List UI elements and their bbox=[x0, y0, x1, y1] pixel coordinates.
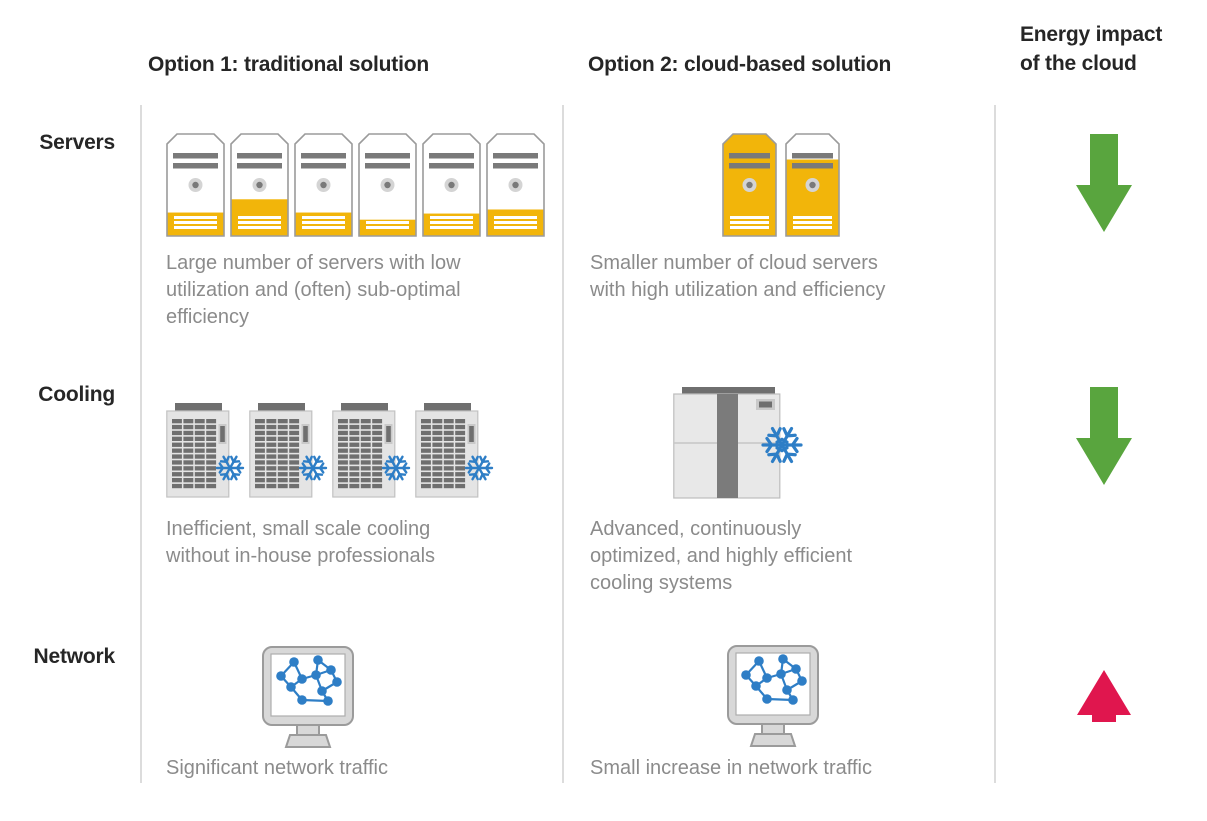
cooling-unit-icon bbox=[249, 403, 328, 498]
impact-arrow-servers bbox=[1075, 133, 1133, 233]
energy-impact-header: Energy impact of the cloud bbox=[1020, 23, 1163, 75]
network-monitor-icon bbox=[727, 645, 819, 747]
servers-option1-caption: Large number of servers with low utiliza… bbox=[166, 252, 461, 328]
network-monitor-icon bbox=[262, 646, 354, 748]
servers-option2-caption: Smaller number of cloud servers with hig… bbox=[590, 252, 886, 301]
network-option2-icon bbox=[727, 645, 819, 748]
cooling-option1-icons bbox=[166, 403, 498, 503]
row-label-cooling: Cooling bbox=[38, 383, 115, 406]
row-label-servers: Servers bbox=[39, 131, 115, 154]
snowflake-icon bbox=[298, 455, 328, 481]
arrow-up-icon bbox=[1077, 670, 1131, 722]
cooling-option2-icon bbox=[673, 387, 805, 499]
network-option1-icon bbox=[262, 646, 354, 749]
option2-header: Option 2: cloud-based solution bbox=[588, 53, 892, 76]
server-tower-icon bbox=[166, 133, 225, 237]
snowflake-icon bbox=[464, 455, 494, 481]
cooling-unit-icon bbox=[415, 403, 494, 498]
snowflake-icon bbox=[381, 455, 411, 481]
cooling-unit-icon bbox=[166, 403, 245, 498]
network-option2-caption: Small increase in network traffic bbox=[590, 757, 872, 779]
impact-arrow-cooling bbox=[1075, 386, 1133, 486]
snowflake-icon bbox=[761, 426, 803, 464]
arrow-down-icon bbox=[1076, 387, 1132, 485]
server-tower-icon bbox=[785, 133, 840, 237]
row-label-network: Network bbox=[33, 645, 116, 668]
cooling-option2-caption: Advanced, continuously optimized, and hi… bbox=[590, 518, 853, 594]
servers-option1-icons bbox=[166, 133, 545, 237]
servers-option2-icons bbox=[722, 133, 840, 237]
impact-arrow-network bbox=[1076, 669, 1132, 723]
cooling-option1-caption: Inefficient, small scale cooling without… bbox=[166, 518, 436, 567]
server-tower-icon bbox=[722, 133, 777, 237]
column-divider-1 bbox=[140, 105, 142, 783]
server-tower-icon bbox=[358, 133, 417, 237]
cooling-unit-icon bbox=[332, 403, 411, 498]
column-divider-3 bbox=[994, 105, 996, 783]
arrow-down-icon bbox=[1076, 134, 1132, 232]
cooling-unit-large-icon bbox=[673, 387, 803, 499]
option1-header: Option 1: traditional solution bbox=[148, 53, 429, 76]
snowflake-icon bbox=[215, 455, 245, 481]
network-option1-caption: Significant network traffic bbox=[166, 757, 388, 779]
server-tower-icon bbox=[294, 133, 353, 237]
server-tower-icon bbox=[486, 133, 545, 237]
column-divider-2 bbox=[562, 105, 564, 783]
server-tower-icon bbox=[230, 133, 289, 237]
server-tower-icon bbox=[422, 133, 481, 237]
network-graph bbox=[276, 655, 342, 706]
network-graph bbox=[741, 654, 807, 705]
